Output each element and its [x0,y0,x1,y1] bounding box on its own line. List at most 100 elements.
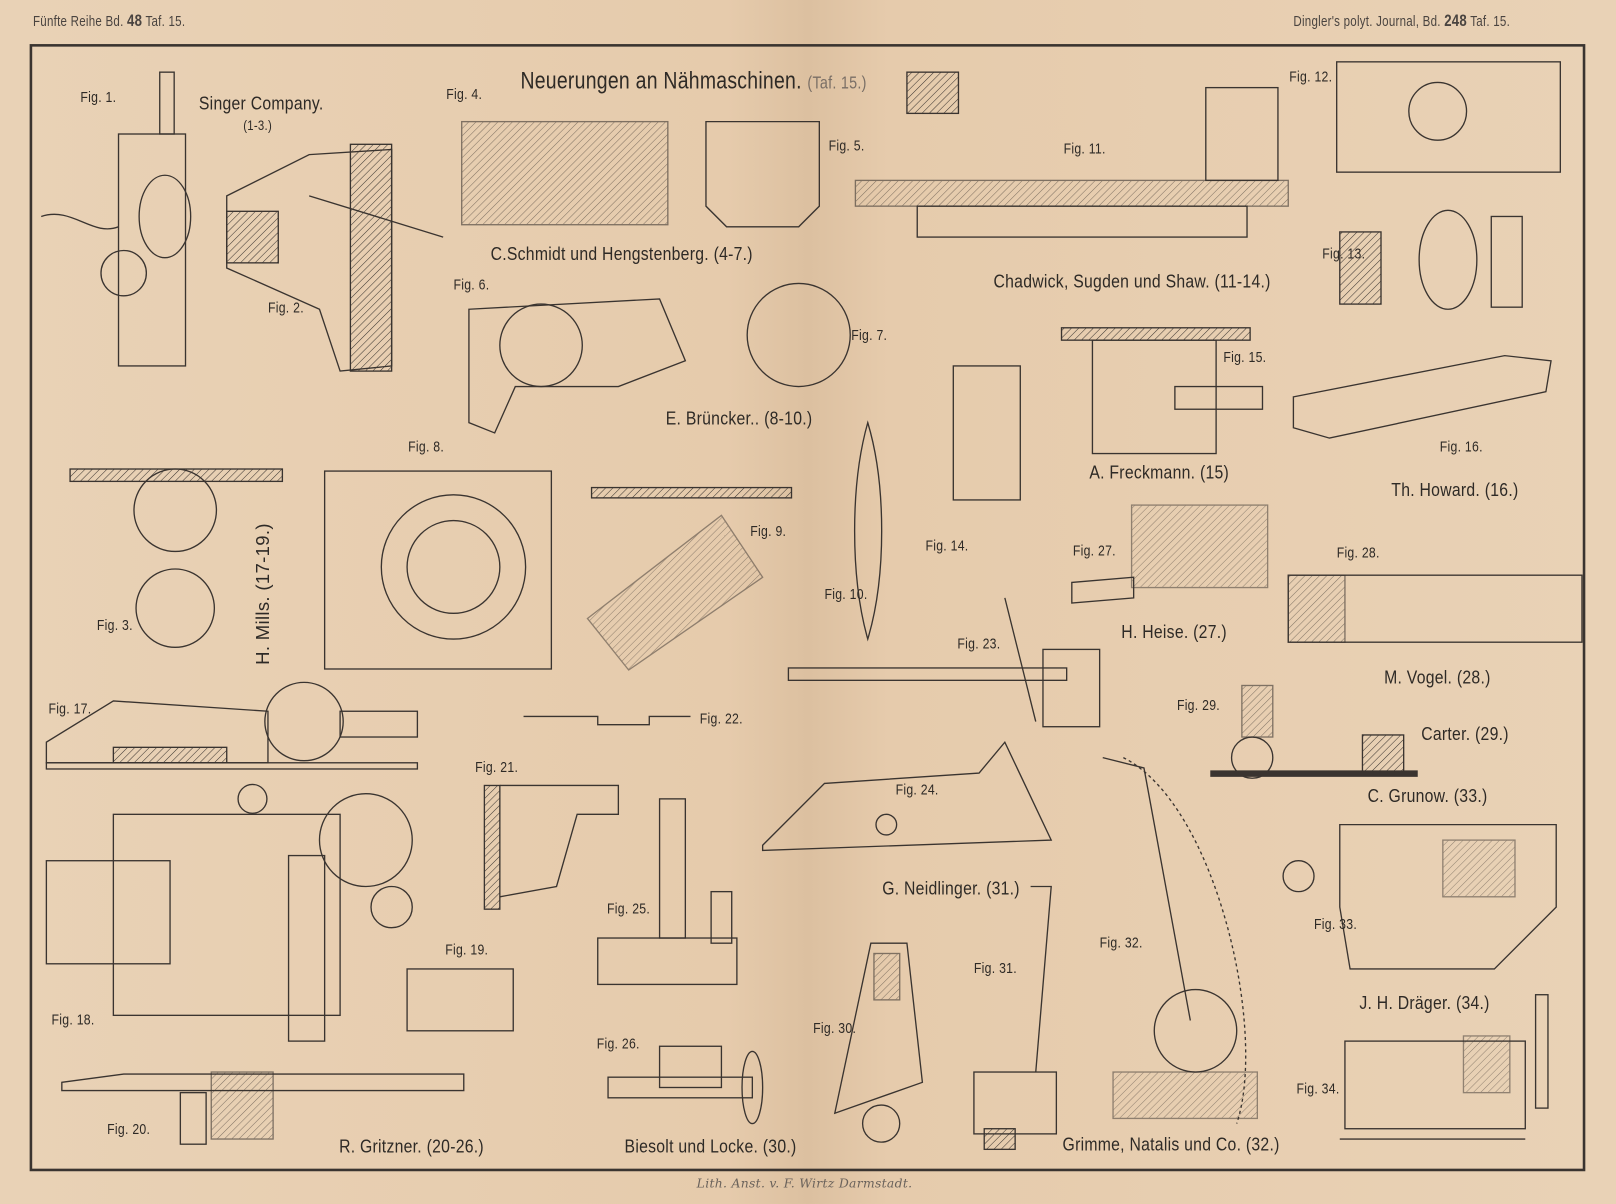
fig20-drawing [61,1071,465,1145]
firm-label: Biesolt und Locke. (30.) [625,1136,797,1158]
fig24-drawing [761,740,1053,852]
fig-label-7: Fig. 7. [851,326,888,344]
fig-label-13: Fig. 13. [1322,245,1366,262]
firm-name: C.Schmidt und Hengstenberg. [490,243,709,264]
firm-label: C. Grunow. (33.) [1368,785,1488,807]
fig-label-24: Fig. 24. [895,781,939,798]
firm-label: Grimme, Natalis und Co. (32.) [1063,1134,1280,1156]
fig34-drawing [1339,994,1549,1140]
fig33-drawing [1282,823,1557,970]
firm-name: Carter. [1421,723,1471,745]
fig-label-34: Fig. 34. [1296,1080,1340,1097]
firm-name: H. Heise. [1121,621,1189,643]
firm-figs: (28.) [1456,666,1491,688]
firm-figs: (33.) [1453,785,1488,807]
header-right: Dingler's polyt. Journal, Bd. 248 Taf. 1… [1293,12,1510,31]
firm-name: E. Brüncker.. [665,408,760,429]
fig14-drawing [952,365,1021,501]
firm-label: C.Schmidt und Hengstenberg. (4-7.) [491,243,753,265]
title-main: Neuerungen an Nähmaschinen. [520,67,802,94]
firm-name: Biesolt und Locke. [624,1135,759,1157]
fig31-drawing [973,885,1058,1151]
firm-name: Grimme, Natalis und Co. [1062,1133,1242,1155]
firm-label: Chadwick, Sugden und Shaw. (11-14.) [993,271,1270,293]
fig1-drawing [41,71,284,649]
fig-label-11: Fig. 11. [1063,140,1106,157]
fig-label-20: Fig. 20. [107,1120,151,1137]
firm-figs: (31.) [986,878,1020,899]
fig30-drawing [833,942,924,1143]
firm-name: J. H. Dräger. [1359,992,1452,1014]
fig29-drawing [1210,684,1418,779]
fig-label-9: Fig. 9. [750,522,787,540]
fig27-drawing [1130,504,1269,589]
fig-label-29: Fig. 29. [1176,696,1220,714]
fig19-drawing [406,968,514,1032]
fig18-drawing [45,783,413,1042]
firm-figs: (29.) [1475,723,1509,745]
firm-label: Carter. (29.) [1421,724,1509,746]
fig-label-26: Fig. 26. [596,1034,640,1052]
fig8-drawing [323,470,553,670]
firm-name: C. Grunow. [1367,785,1450,807]
firm-figs: (8-10.) [764,408,813,429]
firm-figs: (32.) [1245,1133,1280,1155]
lithographer-credit: Lith. Anst. v. F. Wirtz Darmstadt. [696,1176,913,1191]
fig-label-15: Fig. 15. [1223,348,1267,365]
journal-plate: Taf. 15. [1470,12,1511,29]
series-label: Fünfte Reihe Bd. [32,12,124,29]
firm-name: Singer Company. [198,92,324,114]
firm-figs: (4-7.) [713,243,753,264]
fig-label-21: Fig. 21. [475,758,519,776]
fig5-drawing [705,120,820,228]
fig-label-2: Fig. 2. [267,298,304,316]
fig22-drawing [523,715,691,726]
firm-figs: (15) [1199,461,1230,483]
fig-label-14: Fig. 14. [925,537,969,554]
fig-label-18: Fig. 18. [51,1011,95,1028]
fig32-drawing [1102,756,1259,1124]
fig21-drawing [483,784,620,910]
firm-figs: (30.) [762,1135,797,1157]
header-left: Fünfte Reihe Bd. 48 Taf. 15. [33,12,185,31]
fig15-drawing [1060,327,1264,455]
firm-label: M. Vogel. (28.) [1384,667,1491,689]
firm-figs: (34.) [1455,992,1490,1014]
fig-label-27: Fig. 27. [1072,542,1116,559]
firm-figs: (20-26.) [426,1135,484,1157]
firm-label: Singer Company. [199,93,324,115]
firm-label: R. Gritzner. (20-26.) [339,1136,484,1158]
fig-label-31: Fig. 31. [973,959,1017,977]
fig6-drawing [468,298,687,434]
firm-name: M. Vogel. [1384,666,1453,688]
firm-name: R. Gritzner. [339,1135,422,1157]
fig-label-28: Fig. 28. [1336,544,1380,561]
firm-name: H. Mills. [252,596,274,665]
fig-label-4: Fig. 4. [446,85,483,103]
fig-label-5: Fig. 5. [828,137,865,154]
firm-name: Chadwick, Sugden und Shaw. [993,271,1210,292]
firm-figs: (27.) [1193,621,1227,643]
fig-label-8: Fig. 8. [408,438,445,455]
fig11-drawing [854,71,1289,238]
firm-label: H. Mills. (17-19.) [252,523,274,665]
fig17-drawing [45,681,419,770]
fig-label-17: Fig. 17. [48,699,92,717]
firm-label: Th. Howard. (16.) [1391,479,1518,501]
fig-label-22: Fig. 22. [699,710,743,727]
fig-label-16: Fig. 16. [1439,438,1483,455]
journal-label: Dingler's polyt. Journal, Bd. [1293,12,1441,29]
title-plate: (Taf. 15.) [807,73,867,93]
fig26-drawing [607,1045,764,1125]
series-plate: Taf. 15. [145,12,186,29]
fig12-drawing [1336,61,1561,173]
fig-label-6: Fig. 6. [453,276,490,293]
fig-label-33: Fig. 33. [1314,915,1358,932]
journal-volume: 248 [1444,12,1467,30]
firm-figs: (1-3.) [243,117,273,133]
firm-figs: (17-19.) [252,523,274,591]
fig-label-10: Fig. 10. [824,585,868,602]
plate-title: Neuerungen an Nähmaschinen. (Taf. 15.) [520,67,866,95]
firm-figs: (11-14.) [1214,271,1271,292]
